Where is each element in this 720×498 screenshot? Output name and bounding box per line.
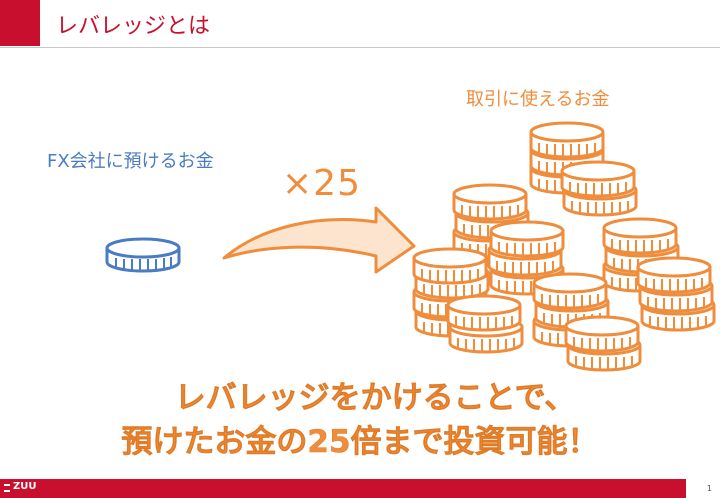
headline-line-2: 預けたお金の25倍まで投資可能！ [121, 424, 599, 461]
multiplier-label: ×25 [282, 163, 361, 204]
curved-arrow-icon [222, 206, 416, 274]
coin-stack-icon [412, 121, 716, 372]
usable-money-label: 取引に使えるお金 [466, 89, 610, 110]
page-number-tab [684, 479, 720, 498]
brand-name: ZUU [13, 481, 37, 492]
title-divider [0, 47, 720, 48]
headline-line-1: レバレッジをかけることで、 [174, 380, 576, 417]
page-number: 1 [706, 484, 712, 493]
brand-logo-icon [4, 484, 10, 492]
footer-bar [0, 479, 720, 498]
slide-title: レバレッジとは [56, 14, 211, 39]
title-accent-bar [0, 0, 40, 46]
coin-icon [105, 237, 181, 273]
deposit-money-label: FX会社に預けるお金 [47, 151, 214, 172]
